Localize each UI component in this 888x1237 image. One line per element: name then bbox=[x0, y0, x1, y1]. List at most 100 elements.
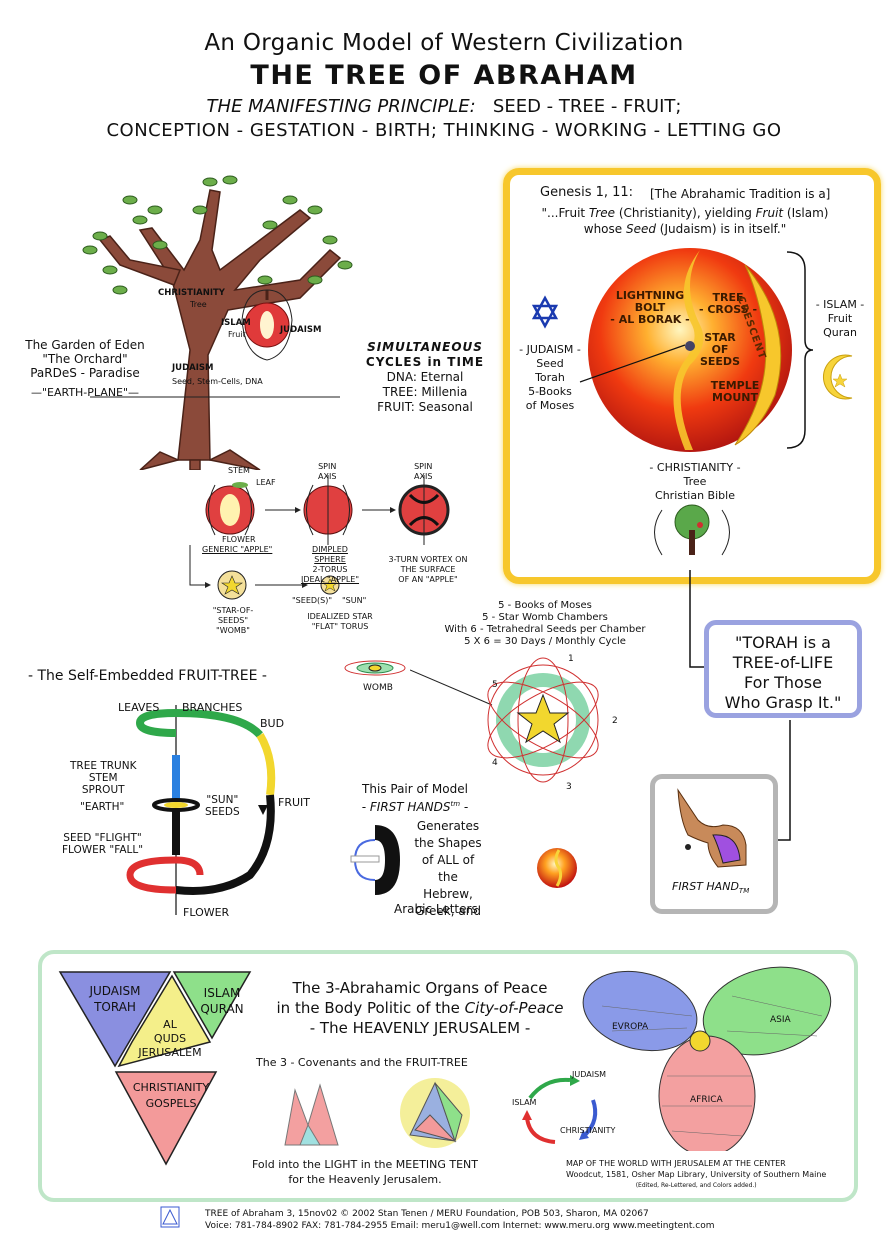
torus-1: 2-TORUS bbox=[312, 565, 348, 574]
covenants-label: The 3 - Covenants and the FRUIT-TREE bbox=[256, 1056, 468, 1069]
chr-1: - CHRISTIANITY - bbox=[649, 461, 741, 474]
model-tm: tm bbox=[450, 800, 461, 808]
moses-1: 5 - Books of Moses bbox=[498, 600, 592, 611]
footer-line-1: TREE of Abraham 3, 15nov02 © 2002 Stan T… bbox=[205, 1209, 649, 1219]
gen-5: Greek, and bbox=[415, 904, 481, 918]
model-text: This Pair of Model - FIRST HANDStm - bbox=[340, 782, 490, 815]
first-hands-model-icon bbox=[350, 825, 400, 895]
isl-2: Fruit bbox=[827, 312, 853, 325]
isl-1: - ISLAM - bbox=[815, 298, 865, 311]
small-sphere-icon bbox=[537, 848, 577, 888]
tent-diagrams bbox=[284, 1078, 470, 1148]
first-hand-text: FIRST HAND bbox=[672, 880, 739, 893]
genesis-quote-1: "...Fruit Tree (Christianity), yielding … bbox=[510, 206, 860, 220]
tree-fruit-judaism-label: JUDAISM bbox=[280, 325, 322, 335]
moses-4: 5 X 6 = 30 Days / Monthly Cycle bbox=[464, 636, 626, 647]
sun-label: "SUN" bbox=[342, 596, 367, 605]
vortex-2: THE SURFACE bbox=[400, 565, 456, 574]
generic-apple-label: GENERIC "APPLE" bbox=[202, 545, 273, 554]
crescent-icon bbox=[822, 354, 853, 400]
dimpled: DIMPLED SPHERE bbox=[312, 545, 348, 564]
gen-1: Generates bbox=[416, 819, 480, 833]
axis-1: AXIS bbox=[318, 472, 337, 481]
tri-alq-2: QUDS bbox=[153, 1032, 187, 1045]
idealized-1: IDEALIZED STAR bbox=[307, 612, 373, 621]
jud-1: - JUDAISM - bbox=[519, 343, 581, 356]
chr-3: Christian Bible bbox=[655, 489, 735, 502]
tri-islam-label: ISLAM QURAN bbox=[182, 985, 262, 1017]
temple-1: TEMPLE bbox=[710, 379, 760, 392]
tri-isl-1: ISLAM bbox=[203, 986, 241, 1000]
star-2: OF bbox=[711, 343, 729, 356]
tri-isl-2: QURAN bbox=[200, 1002, 244, 1016]
star-of-seeds-label: STAR OF SEEDS bbox=[685, 332, 755, 368]
star-pointer bbox=[531, 295, 695, 383]
womb-n1: 1 bbox=[568, 654, 574, 664]
fruit-tree-cycle bbox=[126, 705, 276, 915]
peace-title-2: in the Body Politic of the City-of-Peace bbox=[262, 998, 578, 1018]
cycles-title-2: CYCLES in TIME bbox=[365, 355, 485, 369]
womb-n3: 3 bbox=[566, 782, 572, 792]
spin-2: SPIN bbox=[414, 462, 433, 471]
moses-2: 5 - Star Womb Chambers bbox=[482, 612, 608, 623]
cycles-text: SIMULTANEOUS CYCLES in TIME DNA: Eternal… bbox=[355, 340, 495, 415]
peace-box bbox=[38, 950, 858, 1202]
sun-seeds-label: "SUN" SEEDS bbox=[205, 794, 240, 818]
trunk-3: SPROUT bbox=[81, 784, 125, 796]
peace-title-1: The 3-Abrahamic Organs of Peace bbox=[292, 979, 548, 997]
torah-4: Who Grasp It." bbox=[724, 693, 842, 712]
gen-4: the Hebrew, bbox=[423, 870, 473, 901]
apple-leaf: LEAF bbox=[256, 478, 276, 487]
christianity-side-label: - CHRISTIANITY - Tree Christian Bible bbox=[610, 461, 780, 503]
cycles-title-1: SIMULTANEOUS bbox=[367, 340, 483, 354]
title-line-1: An Organic Model of Western Civilization bbox=[204, 30, 684, 56]
jud-4: 5-Books bbox=[528, 385, 572, 398]
quote-part: (Judaism) is in itself." bbox=[655, 222, 787, 236]
peace-title-2a: in the Body Politic of the bbox=[276, 999, 465, 1017]
cycles-dna: DNA: Eternal bbox=[386, 370, 464, 384]
branches-label: BRANCHES bbox=[182, 701, 243, 714]
map-caption-1: MAP OF THE WORLD WITH JERUSALEM AT THE C… bbox=[566, 1159, 786, 1168]
lightning-2: BOLT bbox=[634, 301, 666, 314]
tri-jud-1: JUDAISM bbox=[89, 984, 141, 998]
gen-3: of ALL of bbox=[421, 853, 475, 867]
torah-1: "TORAH is a bbox=[735, 633, 831, 652]
sos-2: "WOMB" bbox=[216, 626, 250, 635]
seed-1: SEED "FLIGHT" bbox=[63, 832, 142, 844]
spin-1: SPIN bbox=[318, 462, 337, 471]
model-2b: - bbox=[460, 800, 469, 814]
idealized-label: IDEALIZED STAR "FLAT" TORUS bbox=[300, 612, 380, 632]
model-1: This Pair of Model bbox=[362, 782, 468, 796]
torus-2: IDEAL "APPLE" bbox=[300, 575, 360, 584]
main-title: THE TREE OF ABRAHAM bbox=[250, 60, 638, 91]
sos-1: "STAR-OF-SEEDS" bbox=[212, 606, 254, 625]
seeds-label: "SEED(S)" bbox=[292, 596, 333, 605]
temple-mount-label: TEMPLE MOUNT bbox=[695, 380, 775, 404]
self-embedded-title: - The Self-Embedded FRUIT-TREE - bbox=[28, 668, 267, 684]
tree-islam-sub: Fruit bbox=[228, 330, 246, 339]
covenant-cycle-arrows bbox=[522, 1075, 598, 1144]
apple-diagrams bbox=[189, 475, 450, 600]
genesis-box bbox=[503, 168, 881, 584]
peace-title: The 3-Abrahamic Organs of Peace in the B… bbox=[262, 978, 578, 1038]
hand-icon bbox=[677, 788, 747, 868]
tree-christianity-sub: Tree bbox=[190, 300, 207, 309]
quote-tree: Tree bbox=[588, 206, 616, 220]
connector-lines bbox=[689, 570, 791, 841]
vortex-3: OF AN "APPLE" bbox=[398, 575, 458, 584]
tree-judaism-sub: Seed, Stem-Cells, DNA bbox=[172, 377, 263, 386]
first-hand-label: FIRST HANDTM bbox=[672, 880, 749, 895]
tri-jud-2: TORAH bbox=[94, 1000, 136, 1014]
star-3: SEEDS bbox=[699, 355, 740, 368]
footer-line-2: Voice: 781-784-8902 FAX: 781-784-2955 Em… bbox=[205, 1221, 715, 1231]
model-2: - FIRST HANDStm - bbox=[340, 797, 490, 815]
womb-n4: 4 bbox=[492, 758, 498, 768]
trunk-1: TREE TRUNK bbox=[70, 760, 137, 772]
cycles-fruit: FRUIT: Seasonal bbox=[377, 400, 473, 414]
fruit-label: FRUIT bbox=[278, 796, 310, 809]
womb-label: WOMB bbox=[363, 683, 393, 693]
genesis-quote-2: whose Seed (Judaism) is in itself." bbox=[510, 222, 860, 236]
jud-3: Torah bbox=[535, 371, 565, 384]
garden-line-2: "The Orchard" bbox=[42, 352, 128, 366]
moses-text: 5 - Books of Moses 5 - Star Womb Chamber… bbox=[420, 600, 670, 648]
